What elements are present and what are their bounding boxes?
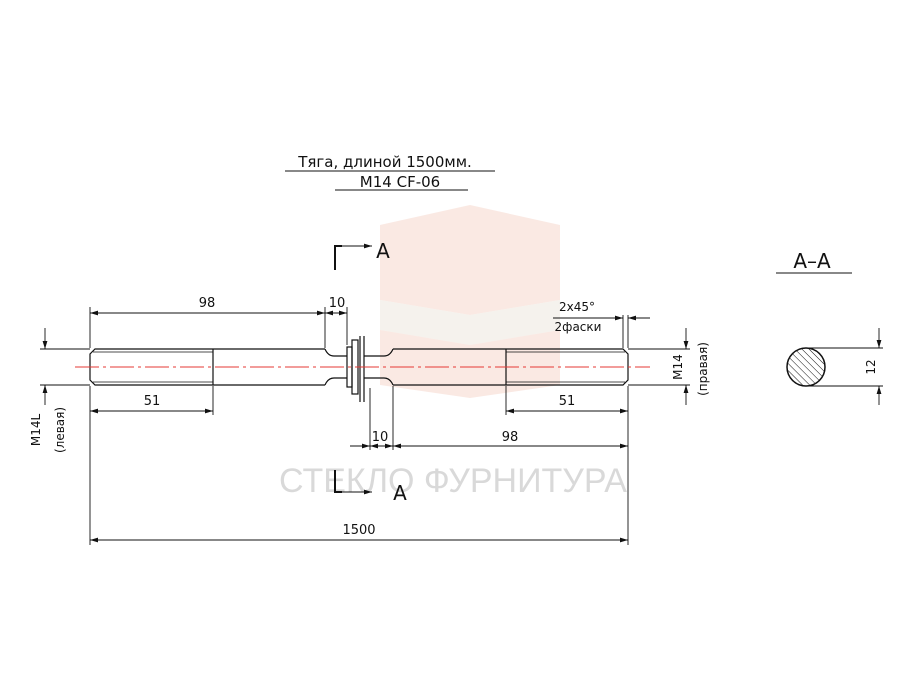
rod-left-shaft — [213, 348, 325, 386]
rod-left-neck — [324, 348, 347, 386]
section-label-top: А — [376, 239, 390, 263]
right-thread-spec: M14 — [671, 354, 685, 380]
section-view: А–А 12 — [776, 249, 883, 405]
rod — [89, 336, 629, 402]
dim-top-neck: 10 — [329, 296, 346, 311]
watermark: СТЕКЛО ФУРНИТУРА — [279, 205, 627, 500]
dim-top-thread: 98 — [199, 296, 216, 311]
rod-right-neck — [364, 348, 394, 386]
left-thread-note: (левая) — [53, 407, 67, 453]
dimensions — [40, 307, 690, 545]
dim-total-length: 1500 — [342, 523, 375, 538]
dim-chamfer-1: 2x45° — [559, 300, 595, 314]
title-line1: Тяга, длиной 1500мм. — [297, 153, 472, 171]
title-line2: M14 CF-06 — [360, 173, 440, 191]
watermark-logo-mid — [380, 300, 560, 345]
watermark-logo-top — [380, 205, 560, 315]
dim-bottom-thread: 98 — [502, 430, 519, 445]
dim-right-thread: 51 — [559, 394, 576, 409]
section-view-title: А–А — [793, 249, 831, 273]
section-markers — [334, 243, 372, 495]
right-thread-note: (правая) — [696, 342, 710, 396]
rod-right-shaft — [393, 348, 506, 386]
watermark-logo-bottom — [380, 330, 560, 398]
section-label-bottom: А — [393, 481, 407, 505]
dim-left-thread: 51 — [144, 394, 161, 409]
title-block: Тяга, длиной 1500мм. M14 CF-06 — [285, 153, 495, 191]
left-thread-spec: M14L — [29, 414, 43, 447]
dim-bottom-neck: 10 — [372, 430, 389, 445]
dim-chamfer-2: 2фаски — [555, 320, 602, 334]
section-circle — [786, 347, 826, 387]
watermark-text: СТЕКЛО ФУРНИТУРА — [279, 462, 627, 500]
section-diameter: 12 — [864, 359, 878, 374]
